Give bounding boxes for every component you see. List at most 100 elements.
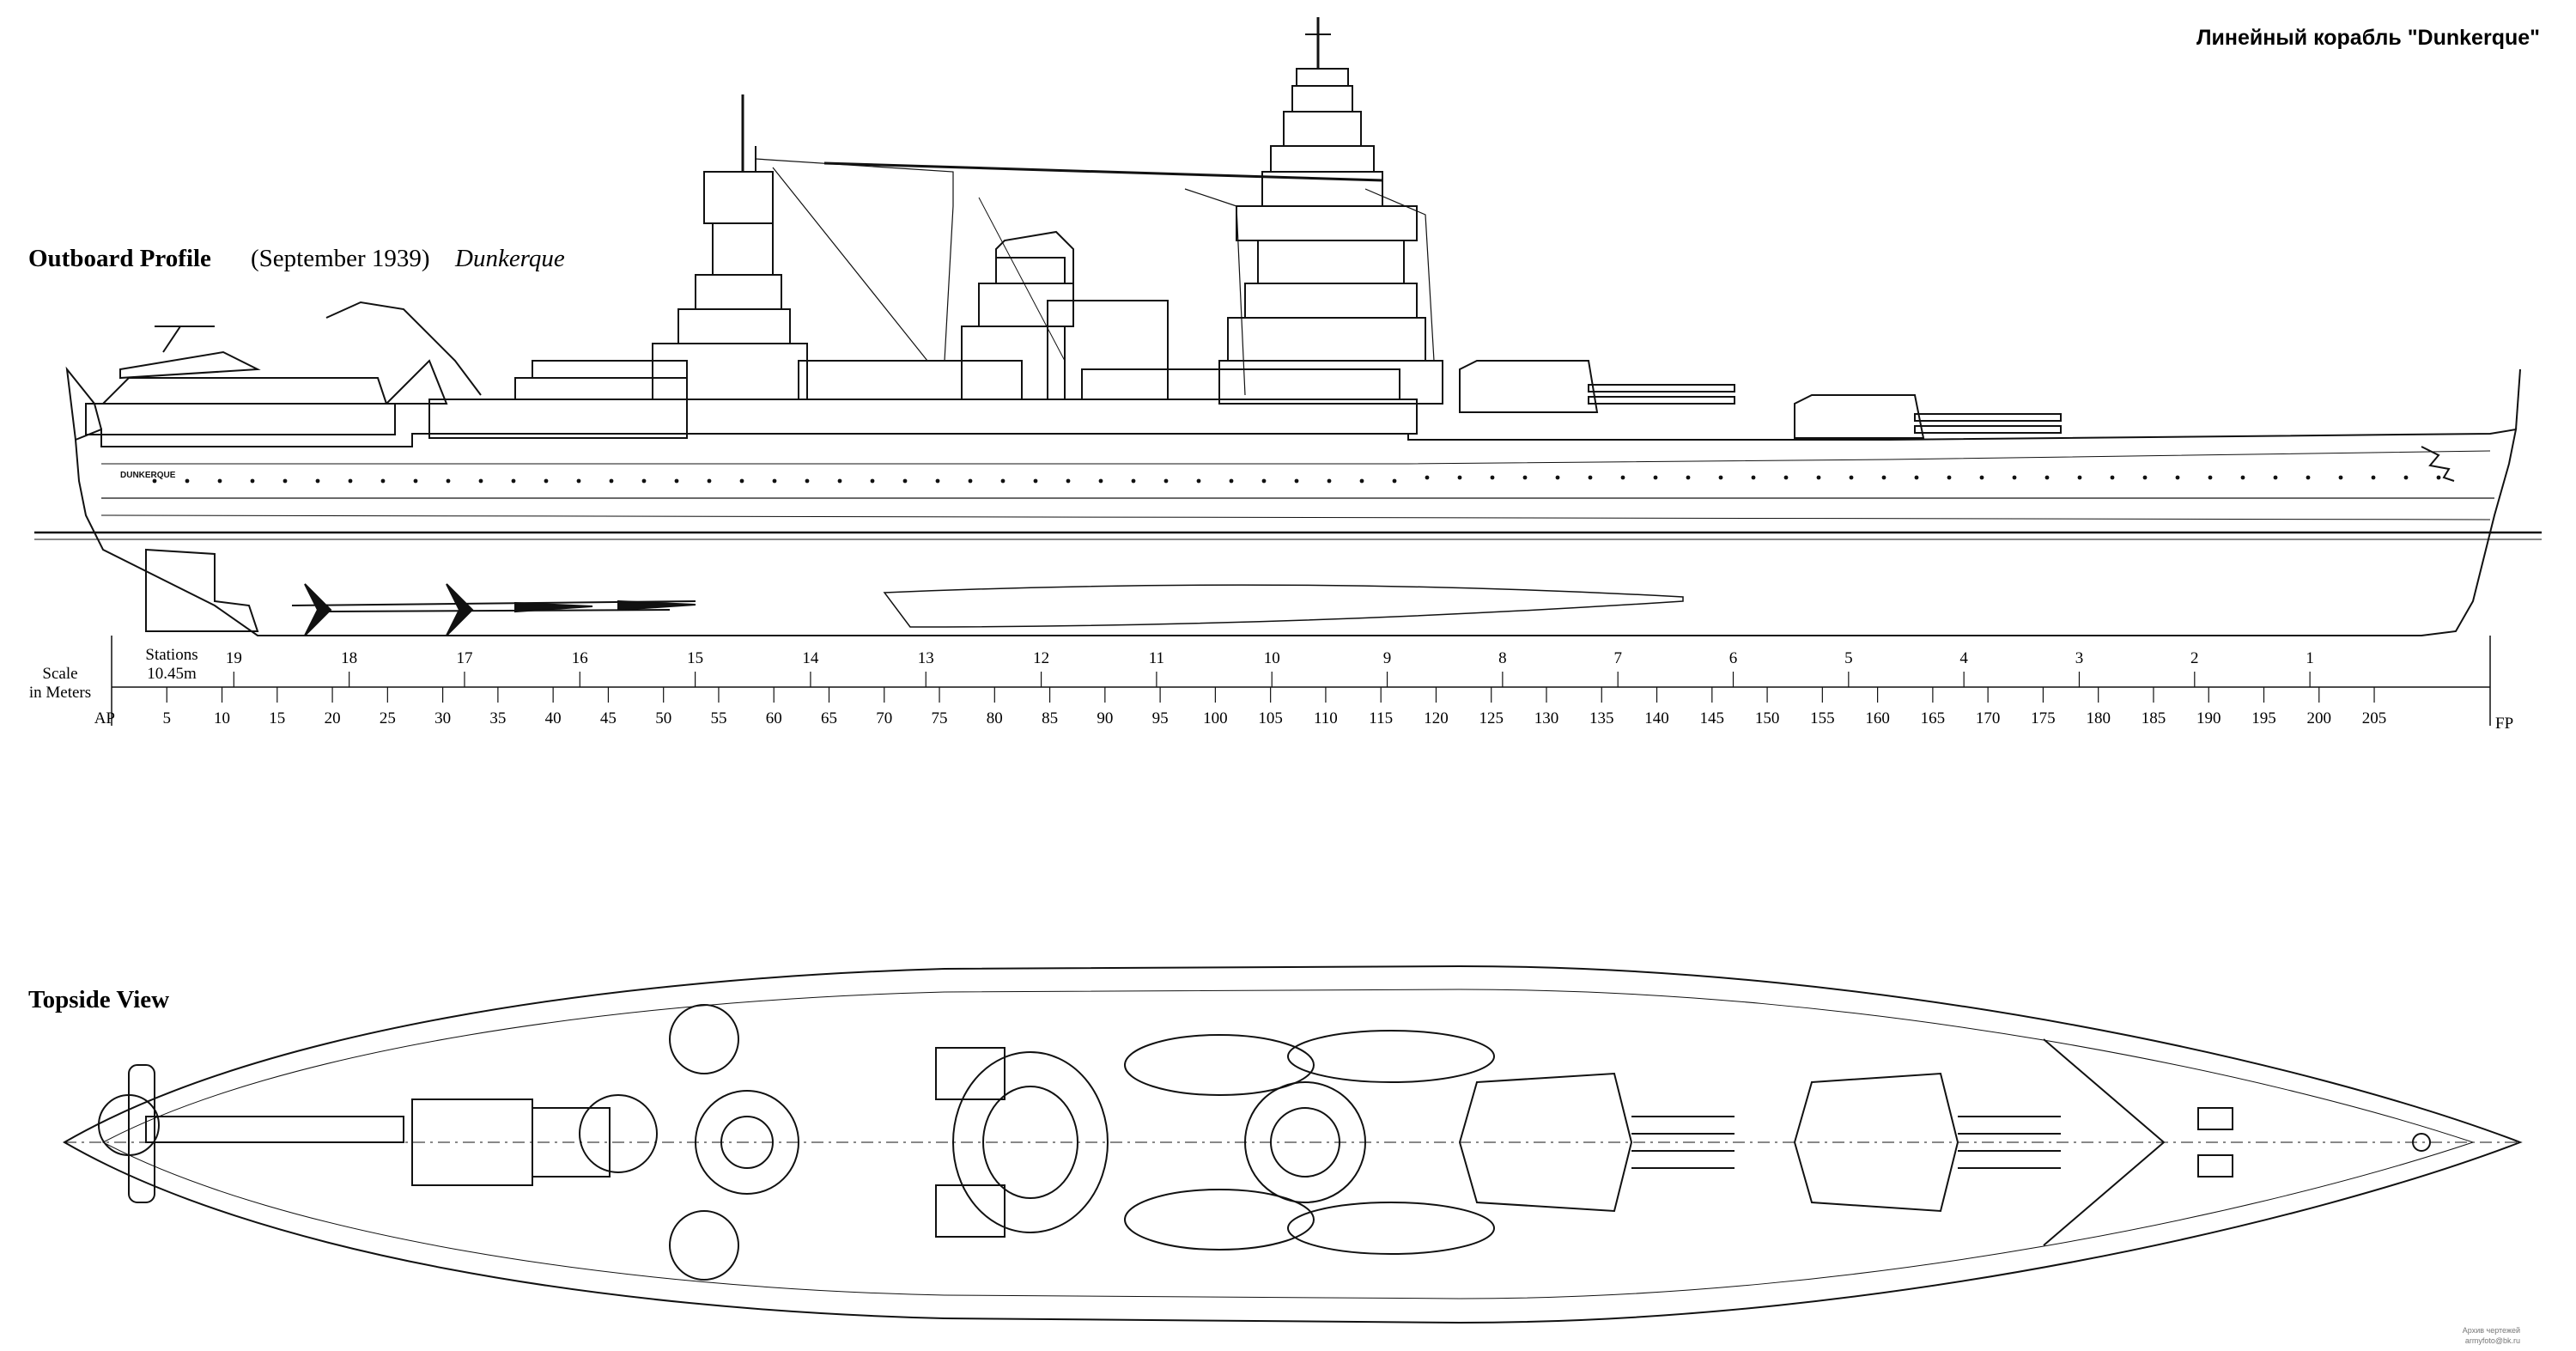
porthole [1718, 475, 1723, 480]
porthole [1490, 475, 1495, 480]
profile-ship-name: Dunkerque [454, 245, 565, 272]
credit-line-1: Архив чертежей [2463, 1326, 2520, 1335]
porthole [1849, 475, 1854, 480]
topside-view-drawing [62, 965, 2523, 1324]
station-label: 12 [1033, 649, 1049, 667]
station-label: 3 [2075, 649, 2084, 667]
station-label: 5 [1844, 649, 1853, 667]
porthole [1881, 475, 1886, 480]
scale-label-line1: Scale [42, 665, 77, 683]
porthole [1163, 478, 1169, 484]
main-turret-1-topside [1458, 1072, 1735, 1213]
porthole [2403, 475, 2409, 480]
station-label: 15 [687, 649, 703, 667]
porthole [1066, 478, 1071, 484]
porthole [1294, 478, 1299, 484]
station-label: 14 [802, 649, 819, 667]
porthole [1000, 478, 1005, 484]
porthole [2077, 475, 2082, 480]
station-label: 1 [2306, 649, 2314, 667]
porthole [870, 478, 875, 484]
aft-secondary-turrets [579, 1004, 799, 1281]
porthole [805, 478, 810, 484]
porthole [837, 478, 842, 484]
document-title: Линейный корабль "Dunkerque" [2196, 26, 2540, 50]
porthole [250, 478, 255, 484]
meter-label: 45 [600, 709, 617, 727]
porthole [2306, 475, 2311, 480]
meter-label: 10 [214, 709, 230, 727]
breakwater [2043, 1038, 2166, 1246]
anchor-gear [2197, 1107, 2431, 1178]
porthole [380, 478, 386, 484]
porthole [1751, 475, 1756, 480]
porthole [348, 478, 353, 484]
porthole [1033, 478, 1038, 484]
porthole [1686, 475, 1691, 480]
stern-flagstaff [65, 366, 102, 441]
main-turret-2-topside [1793, 1072, 2061, 1213]
porthole [446, 478, 451, 484]
porthole [1261, 478, 1267, 484]
station-label: 4 [1959, 649, 1968, 667]
stations-label-line1: Stations [145, 646, 197, 664]
porthole [2044, 475, 2050, 480]
scale-bar: Scale in Meters Stations 10.45m AP FP 19… [29, 636, 2513, 733]
meter-label: 75 [932, 709, 948, 727]
meter-label: 200 [2307, 709, 2332, 727]
meter-label: 110 [1314, 709, 1338, 727]
meter-label: 120 [1424, 709, 1449, 727]
credit-line-2: armyfoto@bk.ru [2465, 1336, 2520, 1345]
porthole [1653, 475, 1658, 480]
porthole [1229, 478, 1234, 484]
station-label: 7 [1613, 649, 1622, 667]
porthole [283, 478, 288, 484]
station-label: 9 [1383, 649, 1392, 667]
meter-label: 145 [1700, 709, 1725, 727]
porthole [1947, 475, 1952, 480]
meter-label: 20 [325, 709, 341, 727]
forward-perpendicular-mark: FP [2495, 715, 2513, 733]
porthole [511, 478, 516, 484]
porthole [772, 478, 777, 484]
turret-1-profile [1459, 360, 1735, 413]
porthole [1555, 475, 1560, 480]
station-label: 2 [2190, 649, 2199, 667]
meter-label: 95 [1152, 709, 1169, 727]
hull-name-lettering: DUNKERQUE [120, 471, 176, 480]
porthole [576, 478, 581, 484]
porthole [1131, 478, 1136, 484]
deck-outline [62, 965, 2523, 1324]
station-label: 13 [918, 649, 934, 667]
midship-superstructure [686, 161, 1418, 435]
porthole [2208, 475, 2213, 480]
profile-subtitle: (September 1939) [251, 245, 430, 272]
station-label: 16 [572, 649, 588, 667]
meter-label: 40 [545, 709, 562, 727]
porthole [2240, 475, 2245, 480]
porthole [185, 478, 190, 484]
meter-label: 155 [1810, 709, 1835, 727]
aircraft-hangar-area [85, 301, 482, 435]
meter-label: 15 [269, 709, 285, 727]
meter-label: 175 [2031, 709, 2056, 727]
meter-label: 100 [1203, 709, 1228, 727]
scale-label-line2: in Meters [29, 684, 91, 702]
meter-label: 165 [1921, 709, 1946, 727]
porthole [641, 478, 647, 484]
porthole [2110, 475, 2115, 480]
forward-tower-topside [1124, 1030, 1495, 1255]
porthole [1425, 475, 1430, 480]
meter-label: 5 [163, 709, 172, 727]
meter-label: 55 [710, 709, 726, 727]
porthole-row [152, 475, 2441, 484]
station-label: 6 [1729, 649, 1738, 667]
jackstaff [2515, 368, 2521, 430]
boat-boom [823, 161, 1383, 182]
meter-label: 185 [2142, 709, 2166, 727]
stations-label-line2: 10.45m [147, 665, 197, 683]
anchor [2421, 446, 2455, 482]
porthole [1196, 478, 1201, 484]
